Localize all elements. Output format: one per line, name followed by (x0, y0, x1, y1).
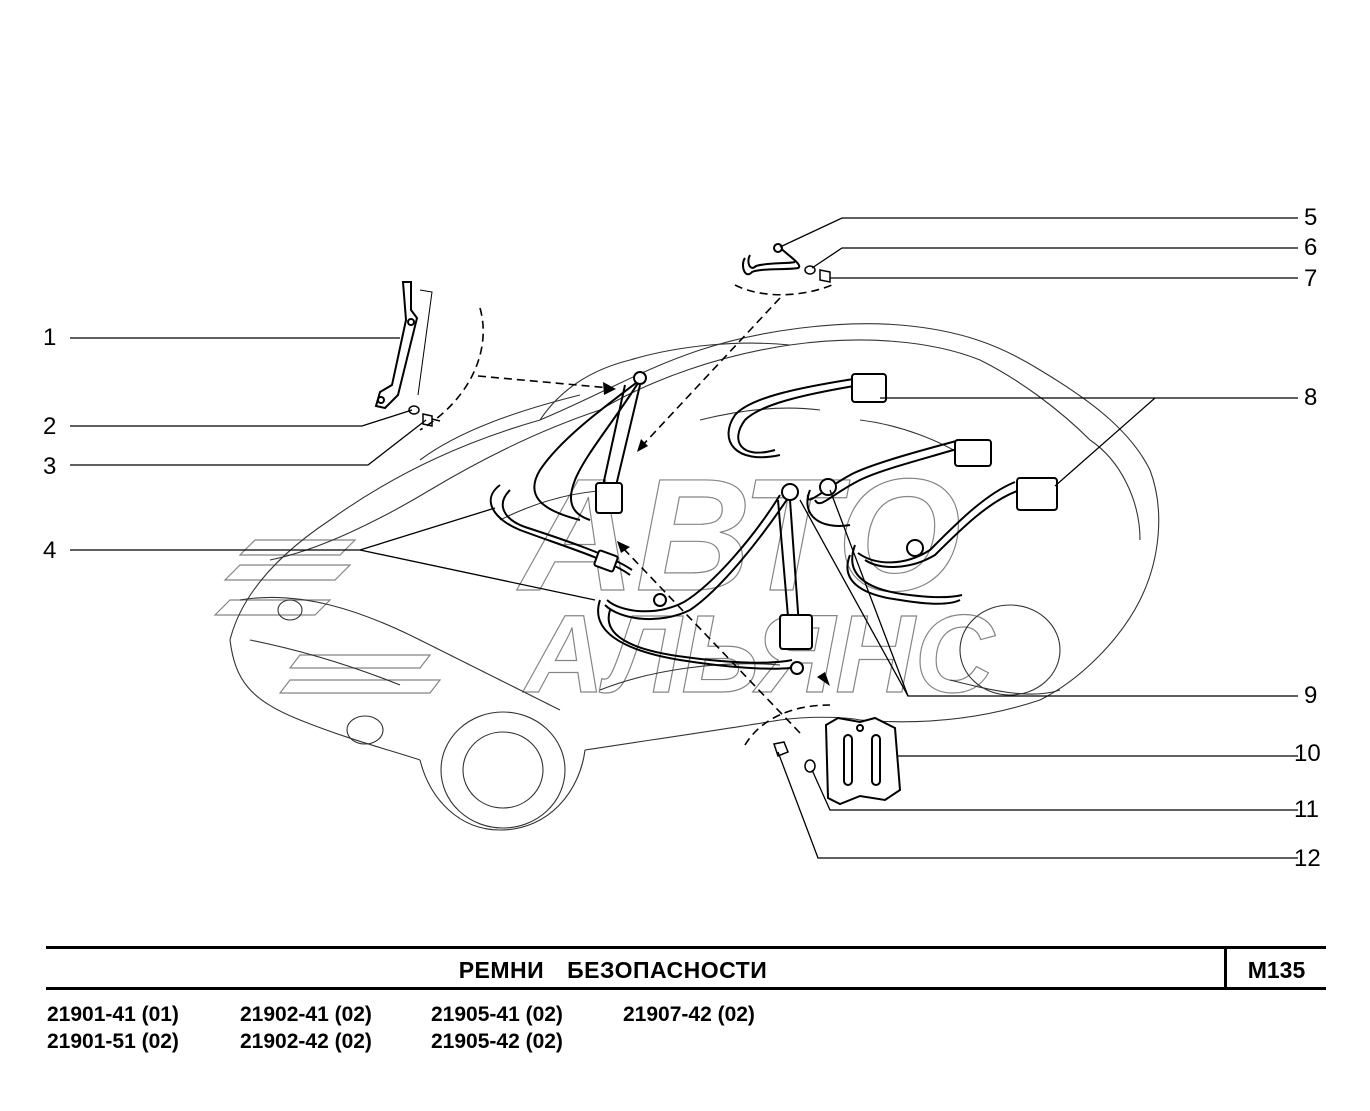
dashed-guides (419, 284, 833, 746)
part-bolt-7 (819, 269, 831, 283)
model-code: 21902-42 (02) (240, 1030, 372, 1053)
watermark-logo-stripes (213, 539, 442, 694)
seat-belts-diagram: АВТО АЛЬЯНС (70, 217, 1298, 859)
callout-11: 11 (1294, 796, 1319, 823)
model-code: 21901-41 (01) (47, 1003, 179, 1026)
part-bracket-5 (742, 243, 801, 276)
page-code: M135 (1247, 957, 1306, 983)
part-bolt-12 (773, 741, 789, 757)
model-code: 21907-42 (02) (623, 1003, 755, 1026)
model-code: 21905-41 (02) (431, 1003, 563, 1026)
watermark-text-2: АЛЬЯНС (522, 593, 996, 716)
part-washer-2 (408, 405, 420, 415)
callout-10: 10 (1294, 740, 1321, 767)
callout-12: 12 (1294, 845, 1321, 872)
rear-seat-belts (597, 373, 1058, 675)
callout-6: 6 (1304, 234, 1318, 261)
part-plate-10 (824, 716, 902, 806)
front-seat-belt (489, 371, 647, 576)
callout-5: 5 (1304, 204, 1318, 231)
model-code: 21905-42 (02) (431, 1030, 563, 1053)
title-divider (1224, 949, 1227, 990)
callout-2: 2 (43, 413, 57, 440)
leader-lines (70, 217, 1298, 859)
title-block: РЕМНИ БЕЗОПАСНОСТИ M135 (46, 946, 1326, 990)
model-code: 21901-51 (02) (47, 1030, 179, 1053)
callout-3: 3 (43, 453, 57, 480)
model-code: 21902-41 (02) (240, 1003, 372, 1026)
car-outline (229, 323, 1160, 831)
arrowheads (603, 382, 830, 686)
watermark: АВТО АЛЬЯНС (213, 444, 996, 717)
callout-1: 1 (43, 324, 57, 351)
part-washer-11 (804, 759, 816, 773)
callout-7: 7 (1304, 265, 1318, 292)
part-bracket-1 (374, 281, 433, 410)
callout-9: 9 (1304, 682, 1318, 709)
callout-4: 4 (43, 537, 57, 564)
callout-8: 8 (1304, 384, 1318, 411)
page-title: РЕМНИ БЕЗОПАСНОСТИ (458, 957, 768, 983)
watermark-text-1: АВТО (516, 445, 961, 624)
